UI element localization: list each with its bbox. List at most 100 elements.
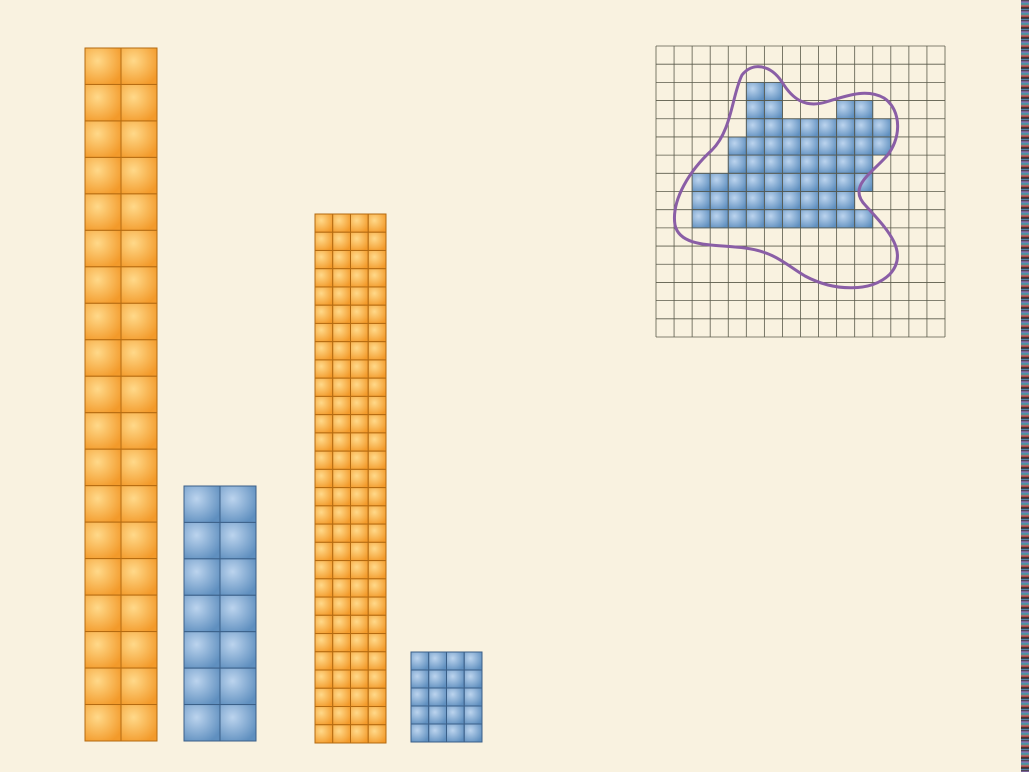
- fine-orange-bar-cell: [315, 561, 333, 579]
- filled-cell: [764, 173, 782, 191]
- tall-orange-bar-cell: [121, 303, 157, 339]
- fine-orange-bar-cell: [368, 579, 386, 597]
- fine-blue-bar-cell: [464, 688, 482, 706]
- fine-orange-bar-cell: [351, 670, 369, 688]
- tall-orange-bar-cell: [85, 267, 121, 303]
- fine-orange-bar-cell: [368, 232, 386, 250]
- filled-cell: [819, 210, 837, 228]
- tall-orange-bar-cell: [85, 632, 121, 668]
- fine-orange-bar-cell: [333, 597, 351, 615]
- fine-orange-bar-cell: [351, 232, 369, 250]
- fine-orange-bar-cell: [315, 579, 333, 597]
- fine-orange-bar-cell: [333, 652, 351, 670]
- fine-blue-bar-cell: [464, 724, 482, 742]
- tall-orange-bar-cell: [121, 449, 157, 485]
- short-blue-bar-cell: [184, 559, 220, 595]
- fine-orange-bar-cell: [368, 250, 386, 268]
- fine-orange-bar-cell: [333, 670, 351, 688]
- tall-orange-bar-cell: [121, 522, 157, 558]
- fine-blue-bar-cell: [411, 652, 429, 670]
- filled-cell: [764, 137, 782, 155]
- filled-cell: [782, 210, 800, 228]
- filled-cell: [873, 119, 891, 137]
- filled-cell: [728, 155, 746, 173]
- filled-cell: [764, 101, 782, 119]
- fine-orange-bar-cell: [333, 524, 351, 542]
- filled-cell: [801, 119, 819, 137]
- tall-orange-bar-cell: [121, 267, 157, 303]
- fine-orange-bar-cell: [315, 524, 333, 542]
- filled-cell: [746, 173, 764, 191]
- tall-orange-bar-cell: [85, 449, 121, 485]
- fine-orange-bar-cell: [315, 214, 333, 232]
- filled-cell: [728, 210, 746, 228]
- fine-orange-bar-cell: [368, 360, 386, 378]
- filled-cell: [819, 137, 837, 155]
- filled-cell: [746, 82, 764, 100]
- fine-blue-bar-cell: [464, 706, 482, 724]
- fine-orange-bar-cell: [315, 542, 333, 560]
- fine-orange-bar-cell: [368, 287, 386, 305]
- fine-orange-bar-cell: [315, 342, 333, 360]
- filled-cell: [782, 119, 800, 137]
- tall-orange-bar-cell: [121, 559, 157, 595]
- filled-cell: [855, 119, 873, 137]
- short-blue-bar-cell: [220, 595, 256, 631]
- filled-cell: [782, 192, 800, 210]
- filled-cell: [837, 155, 855, 173]
- fine-blue-bar-cell: [464, 670, 482, 688]
- filled-cell: [746, 210, 764, 228]
- fine-orange-bar-cell: [351, 725, 369, 743]
- fine-orange-bar-cell: [333, 688, 351, 706]
- filled-cell: [728, 137, 746, 155]
- filled-cell: [801, 155, 819, 173]
- tall-orange-bar-cell: [121, 413, 157, 449]
- fine-blue-bar-cell: [429, 670, 447, 688]
- fine-orange-bar-cell: [333, 305, 351, 323]
- filled-cell: [837, 210, 855, 228]
- fine-orange-bar-cell: [368, 396, 386, 414]
- short-blue-bar-cell: [184, 632, 220, 668]
- fine-blue-bar-cell: [411, 724, 429, 742]
- fine-orange-bar-cell: [333, 323, 351, 341]
- filled-cell: [746, 192, 764, 210]
- tall-orange-bar-cell: [121, 486, 157, 522]
- fine-orange-bar-cell: [368, 305, 386, 323]
- fine-blue-bar-cell: [447, 688, 465, 706]
- fine-orange-bar-cell: [333, 250, 351, 268]
- fine-orange-bar: [315, 214, 386, 743]
- tall-orange-bar-cell: [121, 595, 157, 631]
- filled-cell: [782, 173, 800, 191]
- fine-orange-bar-cell: [368, 688, 386, 706]
- fine-orange-bar-cell: [333, 469, 351, 487]
- fine-orange-bar-cell: [368, 415, 386, 433]
- tall-orange-bar-cell: [121, 230, 157, 266]
- fine-orange-bar-cell: [315, 469, 333, 487]
- fine-orange-bar-cell: [351, 506, 369, 524]
- short-blue-bar-cell: [220, 705, 256, 741]
- short-blue-bar-cell: [220, 559, 256, 595]
- tall-orange-bar: [85, 48, 157, 741]
- fine-orange-bar-cell: [351, 451, 369, 469]
- fine-orange-bar-cell: [351, 269, 369, 287]
- filled-cell: [764, 119, 782, 137]
- fine-orange-bar-cell: [315, 506, 333, 524]
- fine-orange-bar-cell: [315, 488, 333, 506]
- fine-orange-bar-cell: [315, 360, 333, 378]
- filled-cell: [746, 137, 764, 155]
- tall-orange-bar-cell: [121, 121, 157, 157]
- short-blue-bar-cell: [220, 668, 256, 704]
- filled-cell: [837, 173, 855, 191]
- filled-cell: [746, 101, 764, 119]
- filled-cell: [728, 173, 746, 191]
- tall-orange-bar-cell: [121, 84, 157, 120]
- fine-orange-bar-cell: [368, 269, 386, 287]
- fine-orange-bar-cell: [368, 469, 386, 487]
- fine-orange-bar-cell: [351, 342, 369, 360]
- filled-cell: [692, 173, 710, 191]
- filled-cell: [819, 155, 837, 173]
- filled-cell: [855, 101, 873, 119]
- filled-cell: [692, 192, 710, 210]
- fine-orange-bar-cell: [351, 488, 369, 506]
